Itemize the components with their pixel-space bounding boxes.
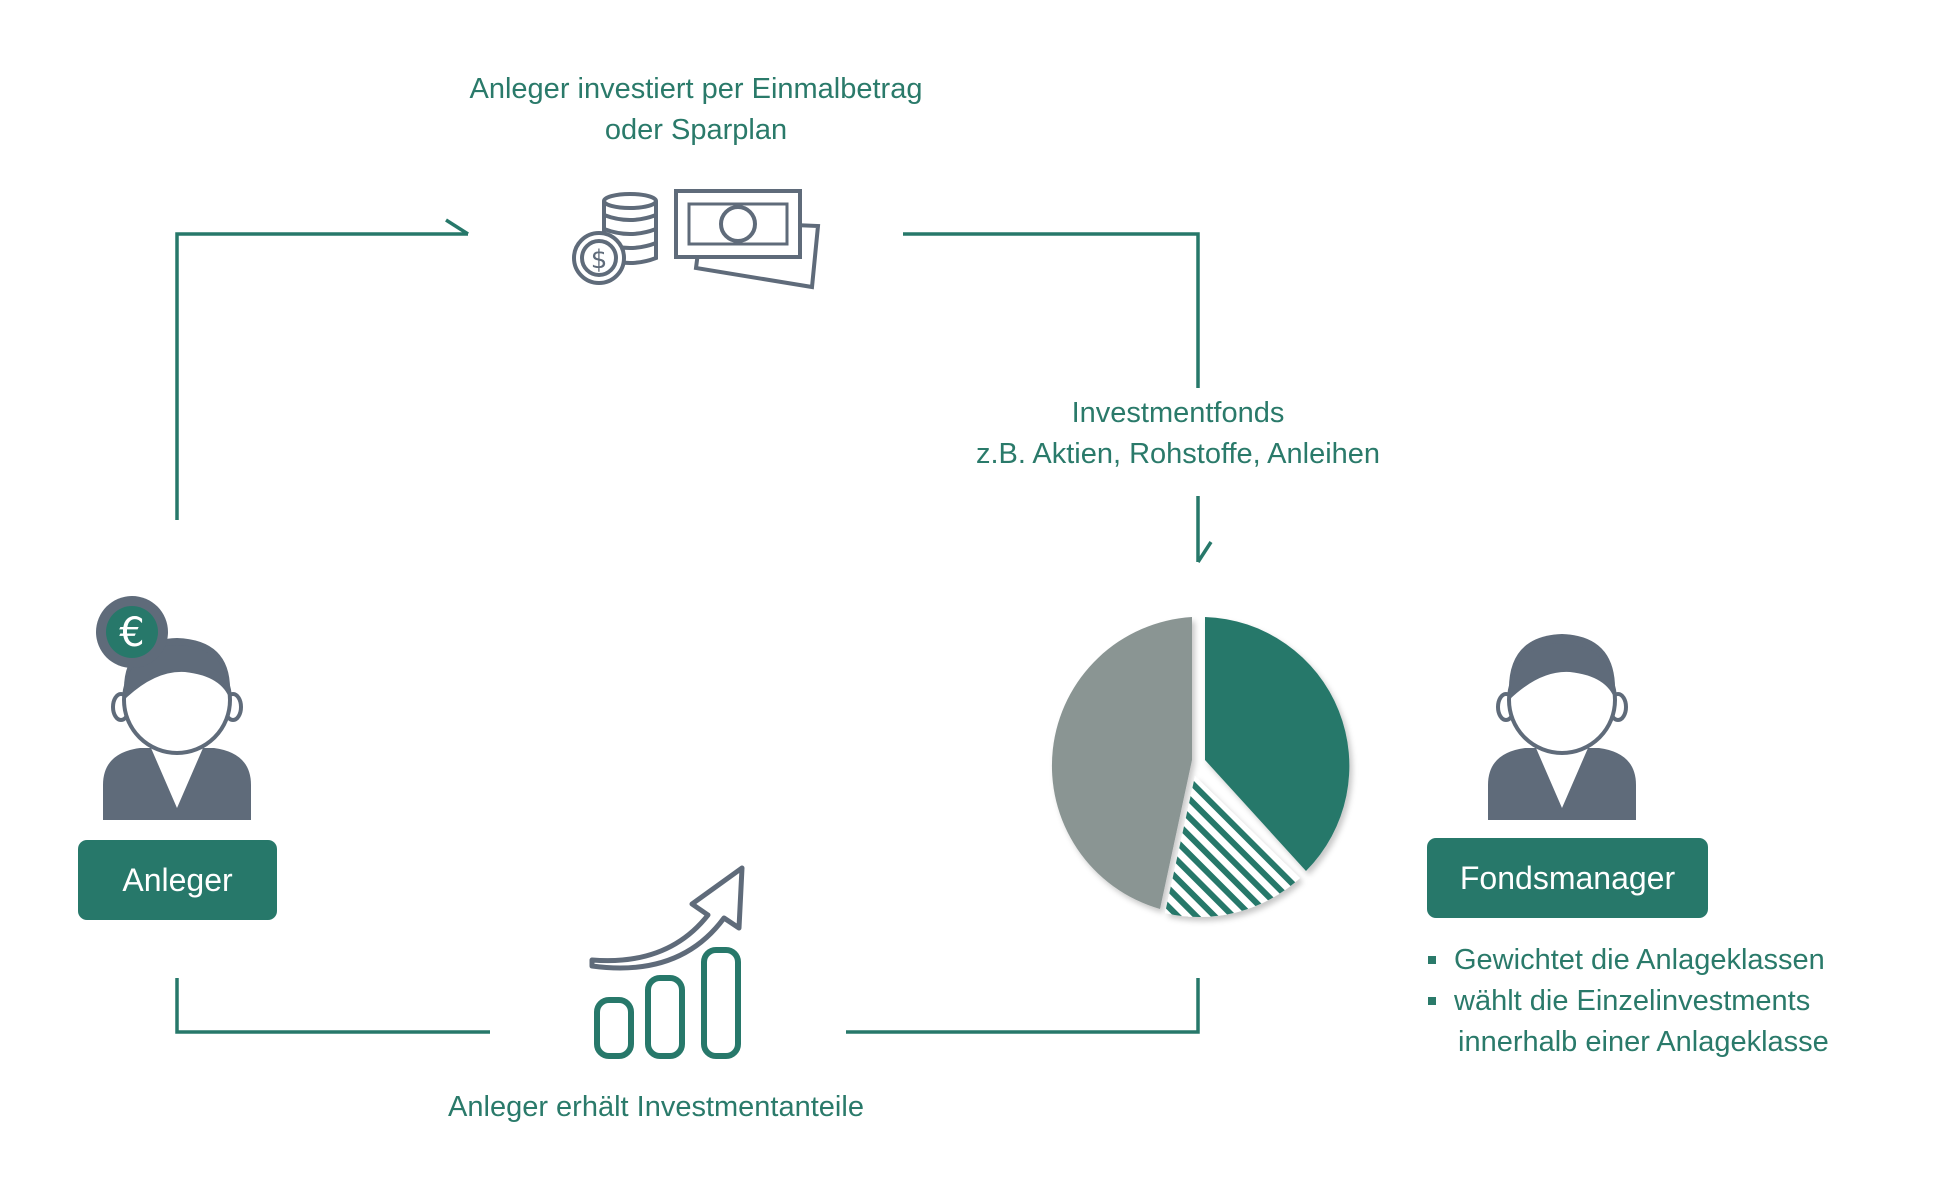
growth-bar-3 <box>701 947 741 1059</box>
fund-manager-task-list: Gewichtet die Anlageklassen wählt die Ei… <box>1426 940 1906 1063</box>
task-text-continuation: innerhalb einer Anlageklasse <box>1458 1026 1829 1058</box>
pie-chart-icon <box>1051 617 1350 918</box>
arrowhead-down <box>1196 541 1213 563</box>
pie-slice-hatched <box>1165 776 1300 918</box>
task-text: wählt die Einzelinvestments <box>1454 985 1811 1017</box>
arrowhead-right <box>445 218 469 236</box>
task-text: Gewichtet die Anlageklassen <box>1454 944 1825 976</box>
fund-manager-person-icon <box>1488 634 1636 820</box>
money-icon: $ <box>572 189 821 290</box>
connector-investor-to-money <box>175 232 468 520</box>
fund-step-line-1: Investmentfonds <box>1071 397 1285 429</box>
euro-badge-icon: € <box>96 596 168 668</box>
invest-step-label: Anleger investiert per Einmalbetrag oder… <box>396 69 996 151</box>
pie-slice-grey <box>1051 617 1192 909</box>
pie-slice-teal <box>1205 617 1350 871</box>
euro-icon: € <box>119 610 144 656</box>
bullet-icon <box>1428 997 1436 1005</box>
growth-bar-1 <box>594 997 634 1059</box>
coin-stack-icon: $ <box>572 192 658 285</box>
banknotes-icon <box>674 189 821 290</box>
growth-chart-icon <box>589 865 745 1059</box>
connector-money-to-fund <box>903 232 1200 388</box>
connector-shares-to-investor <box>175 978 490 1034</box>
growth-bar-2 <box>645 975 685 1059</box>
fund-manager-badge: Fondsmanager <box>1427 838 1708 918</box>
connector-pie-to-shares <box>846 978 1200 1034</box>
flow-connectors <box>175 218 1213 1034</box>
bullet-icon <box>1428 956 1436 964</box>
investor-person-icon: € <box>96 596 251 820</box>
task-item: wählt die Einzelinvestments innerhalb ei… <box>1426 981 1906 1063</box>
task-item: Gewichtet die Anlageklassen <box>1426 940 1906 981</box>
dollar-sign-icon: $ <box>591 245 608 275</box>
invest-step-line-2: oder Sparplan <box>604 114 788 146</box>
invest-step-line-1: Anleger investiert per Einmalbetrag <box>469 73 923 105</box>
receive-step-label: Anleger erhält Investmentanteile <box>448 1091 864 1123</box>
investor-badge: Anleger <box>78 840 277 920</box>
fund-step-label: Investmentfonds z.B. Aktien, Rohstoffe, … <box>928 393 1428 475</box>
fund-step-line-2: z.B. Aktien, Rohstoffe, Anleihen <box>975 438 1381 470</box>
